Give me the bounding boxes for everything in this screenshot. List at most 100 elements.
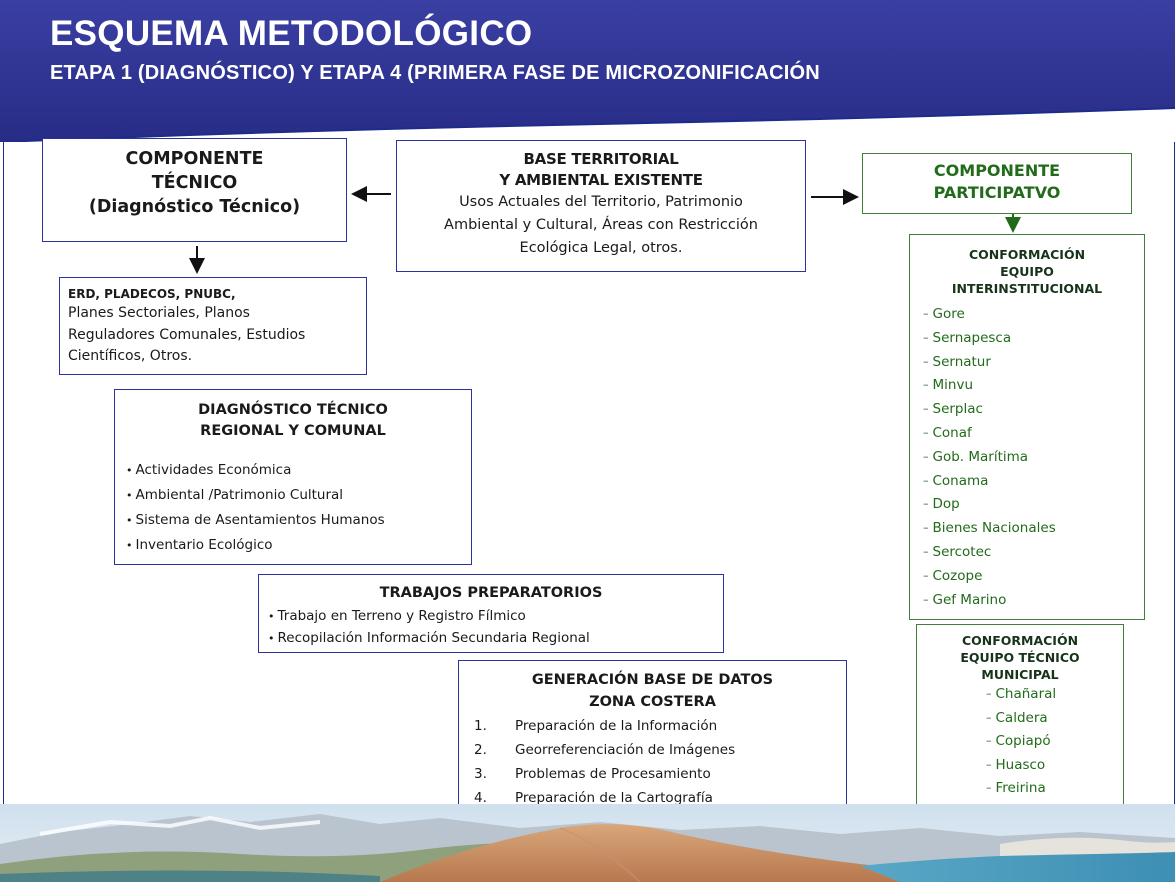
base-territorial-body2: Ambiental y Cultural, Áreas con Restricc…: [444, 217, 758, 233]
list-item-text: Caldera: [995, 709, 1048, 726]
municipal-heading3: MUNICIPAL: [981, 667, 1059, 682]
list-item-text: Recopilación Información Secundaria Regi…: [277, 629, 590, 646]
page-title: ESQUEMA METODOLÓGICO: [50, 14, 533, 53]
list-item: 3.Problemas de Procesamiento: [459, 762, 846, 786]
dash-icon: –: [923, 330, 929, 344]
dash-icon: –: [923, 402, 929, 416]
dash-icon: –: [923, 521, 929, 535]
list-item: –Conaf: [923, 422, 1144, 446]
list-item-number: 4.: [474, 790, 487, 806]
base-territorial-body1: Usos Actuales del Territorio, Patrimonio: [459, 194, 743, 210]
list-item: –Sernatur: [923, 351, 1144, 375]
componente-tecnico-line3: (Diagnóstico Técnico): [88, 197, 301, 217]
base-territorial-heading1: BASE TERRITORIAL: [523, 150, 679, 168]
dash-icon: –: [923, 354, 929, 368]
equipo-heading1: CONFORMACIÓN: [968, 247, 1086, 262]
list-item: –Gef Marino: [923, 589, 1144, 613]
generacion-list: 1.Preparación de la Información 2.Georre…: [459, 714, 846, 810]
diagnostico-heading1: DIAGNÓSTICO TÉCNICO: [198, 402, 388, 418]
list-item-text: Preparación de la Cartografía: [515, 790, 713, 806]
list-item-text: Chañaral: [995, 686, 1057, 702]
header-background: [0, 0, 1175, 142]
componente-participativo-line1: COMPONENTE: [933, 161, 1061, 180]
base-territorial-box: BASE TERRITORIAL Y AMBIENTAL EXISTENTE U…: [396, 140, 806, 272]
list-item: –Chañaral: [986, 683, 1123, 707]
list-item: –Gore: [923, 303, 1144, 327]
list-item: 1.Preparación de la Información: [459, 714, 846, 738]
base-territorial-body3: Ecológica Legal, otros.: [519, 240, 683, 256]
dash-icon: –: [923, 307, 929, 320]
bullet-icon: •: [126, 539, 133, 552]
list-item-text: Conaf: [932, 424, 972, 441]
componente-tecnico-line1: COMPONENTE: [125, 149, 264, 169]
list-item-text: Dop: [932, 496, 960, 513]
list-item: 4. Preparación de la Cartografía: [459, 786, 846, 810]
bullet-icon: •: [126, 489, 133, 502]
diagnostico-list: •Actividades Económica •Ambiental /Patri…: [115, 458, 471, 558]
list-item: •Inventario Ecológico: [126, 533, 471, 558]
componente-participativo-box: COMPONENTE PARTICIPATVO: [862, 153, 1132, 214]
dash-icon: –: [986, 710, 992, 724]
list-item: –Sercotec: [923, 541, 1144, 565]
list-item: •Ambiental /Patrimonio Cultural: [126, 483, 471, 508]
list-item: –Huasco: [986, 754, 1123, 778]
list-item-number: 3.: [474, 766, 487, 782]
list-item-text: Conama: [932, 472, 989, 489]
list-item-text: Ambiental /Patrimonio Cultural: [135, 487, 344, 503]
dash-icon: –: [923, 473, 929, 487]
list-item-text: Actividades Económica: [135, 462, 292, 478]
municipal-list: –Chañaral –Caldera –Copiapó –Huasco –Fre…: [917, 683, 1123, 801]
list-item: –Gob. Marítima: [923, 446, 1144, 470]
fuentes-line1: Planes Sectoriales, Planos: [68, 305, 250, 321]
frame-border-left: [3, 142, 4, 804]
list-item: •Sistema de Asentamientos Humanos: [126, 508, 471, 533]
list-item: •Trabajo en Terreno y Registro Fílmico: [268, 606, 723, 628]
list-item: 2.Georreferenciación de Imágenes: [459, 738, 846, 762]
list-item: –Minvu: [923, 374, 1144, 398]
list-item-text: Gob. Marítima: [932, 448, 1029, 465]
municipal-heading2: EQUIPO TÉCNICO: [960, 650, 1080, 665]
dash-icon: –: [986, 781, 992, 794]
list-item: –Conama: [923, 470, 1144, 494]
list-item-text: Inventario Ecológico: [135, 537, 273, 553]
list-item: –Copiapó: [986, 730, 1123, 754]
list-item-text: Gore: [932, 306, 965, 322]
equipo-heading2: EQUIPO: [1000, 264, 1054, 279]
dash-icon: –: [923, 449, 929, 463]
diagnostico-heading2: REGIONAL Y COMUNAL: [200, 423, 386, 439]
equipo-heading3: INTERINSTITUCIONAL: [951, 281, 1103, 296]
list-item-number: 2.: [474, 742, 487, 758]
dash-icon: –: [986, 734, 992, 747]
componente-tecnico-box: COMPONENTE TÉCNICO (Diagnóstico Técnico): [42, 138, 347, 242]
dash-icon: –: [923, 592, 929, 606]
list-item: –Caldera: [986, 707, 1123, 731]
bullet-icon: •: [268, 610, 275, 623]
base-territorial-heading2: Y AMBIENTAL EXISTENTE: [499, 171, 703, 189]
equipo-interinstitucional-box: CONFORMACIÓN EQUIPO INTERINSTITUCIONAL –…: [909, 234, 1145, 620]
fuentes-line3: Científicos, Otros.: [68, 348, 193, 364]
list-item: –Serplac: [923, 398, 1144, 422]
trabajos-list: •Trabajo en Terreno y Registro Fílmico •…: [259, 606, 723, 649]
dash-icon: –: [923, 568, 929, 582]
equipo-list: –Gore –Sernapesca –Sernatur –Minvu –Serp…: [910, 303, 1144, 612]
dash-icon: –: [923, 544, 929, 558]
list-item-text: Trabajo en Terreno y Registro Fílmico: [277, 608, 526, 624]
header-banner: ESQUEMA METODOLÓGICO ETAPA 1 (DIAGNÓSTIC…: [0, 0, 1175, 142]
bullet-icon: •: [126, 464, 133, 477]
dash-icon: –: [923, 497, 929, 511]
componente-tecnico-line2: TÉCNICO: [151, 173, 238, 193]
fuentes-line2: Reguladores Comunales, Estudios: [68, 326, 306, 343]
list-item-number: 1.: [474, 718, 487, 734]
generacion-heading2: ZONA COSTERA: [589, 693, 716, 710]
list-item-text: Freirina: [995, 780, 1046, 796]
list-item-text: Sistema de Asentamientos Humanos: [135, 512, 385, 528]
dash-icon: –: [986, 757, 992, 771]
list-item-text: Huasco: [995, 756, 1046, 773]
list-item-text: Sernapesca: [932, 329, 1012, 346]
list-item-text: Sernatur: [932, 353, 991, 370]
list-item: •Actividades Económica: [126, 458, 471, 483]
diagnostico-box: DIAGNÓSTICO TÉCNICO REGIONAL Y COMUNAL •…: [114, 389, 472, 565]
list-item-text: Gef Marino: [932, 591, 1007, 608]
list-item: –Cozope: [923, 565, 1144, 589]
bullet-icon: •: [126, 514, 133, 527]
